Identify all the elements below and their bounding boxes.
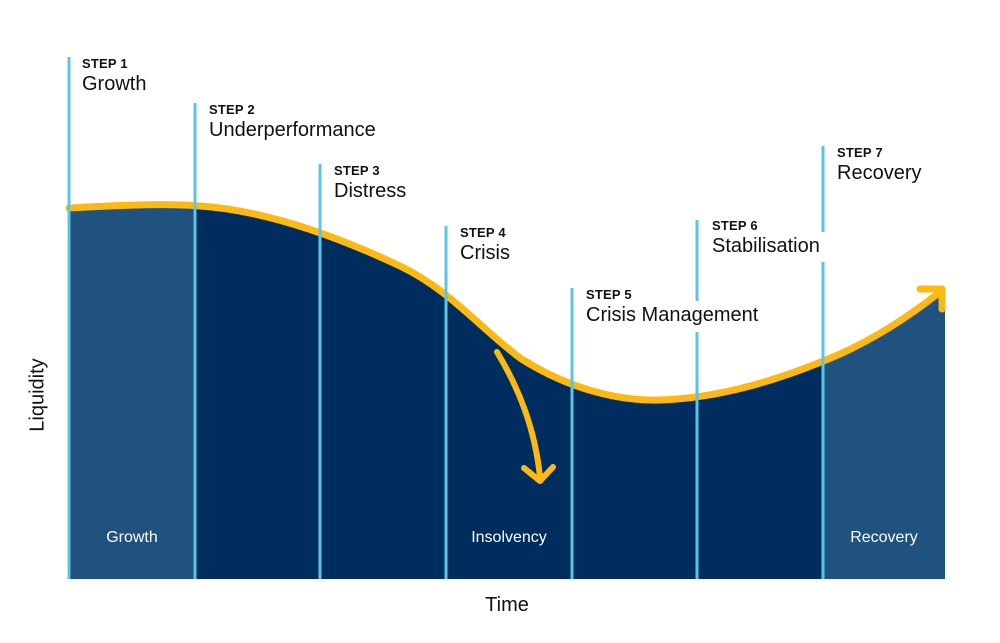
step-1-label: STEP 1 Growth [82, 57, 146, 94]
step-number: STEP 2 [209, 102, 255, 117]
y-axis-label: Liquidity [26, 358, 49, 432]
step-7-label: STEP 7 Recovery [837, 146, 921, 183]
step-lines [67, 57, 825, 579]
step-number: STEP 1 [82, 56, 128, 71]
step-name: Growth [82, 73, 147, 95]
step-name: Recovery [837, 162, 922, 184]
recovery-phase-band [823, 206, 945, 579]
step-4-label: STEP 4 Crisis [460, 226, 510, 263]
liquidity-curve [65, 201, 944, 404]
phase-label-growth: Growth [106, 529, 158, 546]
step-3-label: STEP 3 Distress [334, 164, 406, 201]
step-6-label: STEP 6 Stabilisation [712, 219, 820, 256]
insolvency-branch-curve [494, 349, 543, 480]
recovery-arrowhead-icon [916, 285, 946, 313]
step-name: Crisis Management [586, 304, 759, 326]
phase-label-recovery: Recovery [850, 529, 918, 546]
phase-label-insolvency: Insolvency [471, 529, 547, 546]
step-name: Underperformance [209, 119, 376, 141]
step-name: Crisis [460, 242, 510, 264]
step-number: STEP 4 [460, 225, 506, 240]
step-2-label: STEP 2 Underperformance [209, 103, 376, 140]
step-number: STEP 7 [837, 145, 883, 160]
growth-phase-band [69, 206, 195, 579]
step-name: Distress [334, 180, 407, 202]
step-number: STEP 5 [586, 287, 632, 302]
step-number: STEP 3 [334, 163, 380, 178]
insolvency-arrowhead-icon [521, 464, 556, 484]
step-number: STEP 6 [712, 218, 758, 233]
step-name: Stabilisation [712, 235, 820, 257]
x-axis-label: Time [485, 594, 529, 616]
step-5-label: STEP 5 Crisis Management [586, 288, 758, 325]
